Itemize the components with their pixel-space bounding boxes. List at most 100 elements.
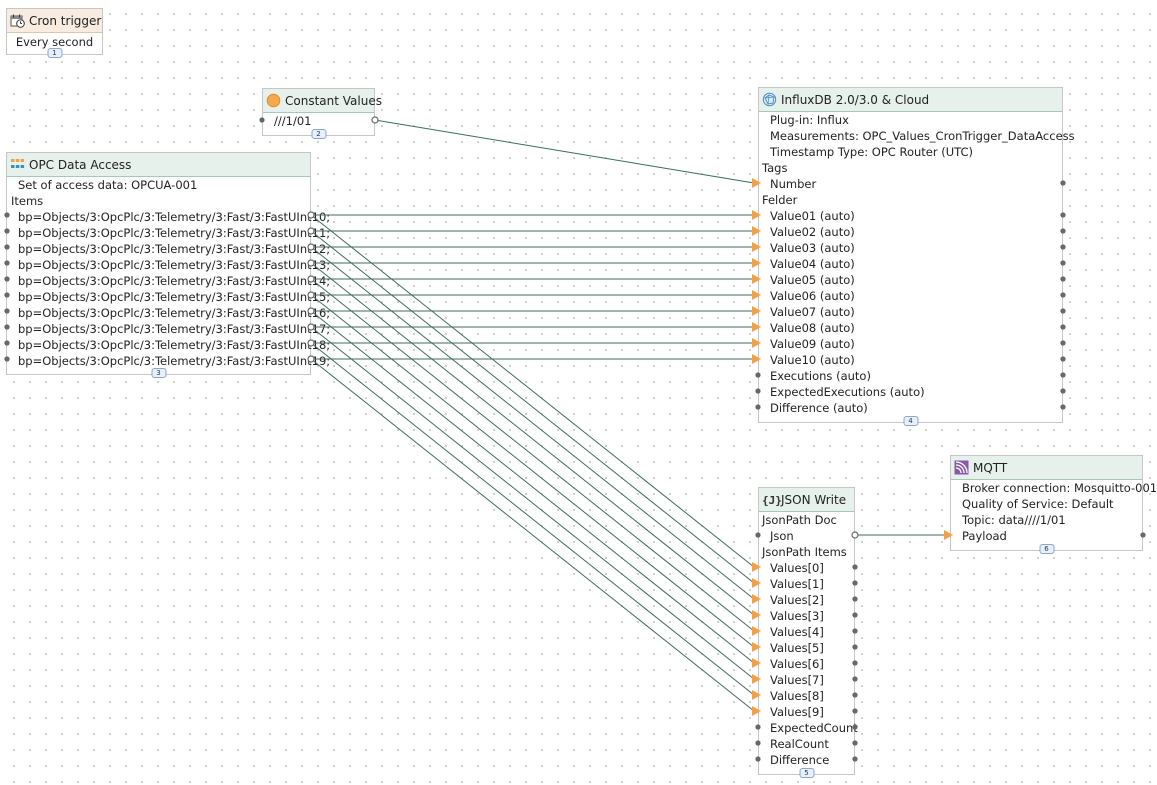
influx-extra-row-label: Executions (auto): [770, 369, 871, 383]
mqtt-broker: Broker connection: Mosquitto-001: [962, 481, 1157, 495]
cron-trigger-header[interactable]: Cron trigger: [7, 9, 102, 33]
opc-items-label: Items: [11, 194, 44, 208]
influx-field-row-label: Value05 (auto): [770, 273, 855, 287]
mqtt-title: MQTT: [973, 460, 1008, 475]
json-value-row[interactable]: Values[4]: [759, 624, 854, 640]
json-value-row-label: Values[4]: [770, 625, 824, 639]
opc-item-row[interactable]: bp=Objects/3:OpcPlc/3:Telemetry/3:Fast/3…: [7, 257, 330, 273]
influx-field-row-label: Value03 (auto): [770, 241, 855, 255]
influx-field-row-label: Value01 (auto): [770, 209, 855, 223]
opc-access-data: Set of access data: OPCUA-001: [18, 178, 198, 192]
json-extra-row[interactable]: ExpectedCount: [759, 720, 858, 736]
mqtt-payload-label: Payload: [962, 529, 1007, 543]
constant-values-node[interactable]: Constant Values ///1/01 2: [262, 88, 382, 139]
constant-value: ///1/01: [274, 114, 312, 128]
json-value-row-label: Values[1]: [770, 577, 824, 591]
constant-values-header[interactable]: Constant Values: [263, 89, 382, 113]
opc-item-row[interactable]: bp=Objects/3:OpcPlc/3:Telemetry/3:Fast/3…: [7, 289, 330, 305]
opc-item-row-label: bp=Objects/3:OpcPlc/3:Telemetry/3:Fast/3…: [18, 322, 331, 336]
influx-globe-icon: [762, 92, 777, 107]
opc-data-access-header[interactable]: OPC Data Access: [7, 153, 310, 177]
json-items-label: JsonPath Items: [762, 545, 847, 559]
node-badge: 6: [1039, 544, 1054, 554]
mqtt-qos: Quality of Service: Default: [962, 497, 1114, 511]
influx-field-row[interactable]: Value02 (auto): [759, 224, 1062, 240]
influx-field-row-label: Value10 (auto): [770, 353, 855, 367]
json-write-node[interactable]: {J} JSON Write JsonPath Doc Json JsonPat…: [758, 487, 858, 778]
influxdb-title: InfluxDB 2.0/3.0 & Cloud: [781, 92, 930, 107]
opc-item-row[interactable]: bp=Objects/3:OpcPlc/3:Telemetry/3:Fast/3…: [7, 353, 330, 369]
json-value-row[interactable]: Values[2]: [759, 592, 854, 608]
connection-wire: [310, 278, 755, 632]
connection-wire: [310, 326, 755, 680]
influx-field-row[interactable]: Value09 (auto): [759, 336, 1062, 352]
opc-item-row[interactable]: bp=Objects/3:OpcPlc/3:Telemetry/3:Fast/3…: [7, 273, 330, 289]
mqtt-header[interactable]: MQTT: [951, 456, 1142, 480]
json-write-title: JSON Write: [781, 492, 847, 507]
mqtt-topic: Topic: data////1/01: [962, 513, 1066, 527]
influx-field-row[interactable]: Value06 (auto): [759, 288, 1062, 304]
json-doc-label: JsonPath Doc: [762, 513, 837, 527]
influxdb-node[interactable]: InfluxDB 2.0/3.0 & Cloud Plug-in: Influx…: [758, 87, 1075, 426]
connection-wire: [310, 294, 755, 648]
json-value-row-label: Values[2]: [770, 593, 824, 607]
json-value-row-label: Values[9]: [770, 705, 824, 719]
influx-extra-row[interactable]: ExpectedExecutions (auto): [759, 384, 1062, 400]
cron-schedule: Every second: [15, 35, 94, 49]
influxdb-header[interactable]: InfluxDB 2.0/3.0 & Cloud: [759, 88, 1062, 112]
opc-grid-icon: [10, 157, 25, 172]
cron-trigger-title: Cron trigger: [29, 13, 102, 28]
influx-extra-row-label: Difference (auto): [770, 401, 868, 415]
opc-item-row[interactable]: bp=Objects/3:OpcPlc/3:Telemetry/3:Fast/3…: [7, 209, 330, 225]
influx-extra-row-label: ExpectedExecutions (auto): [770, 385, 925, 399]
influx-field-row[interactable]: Value05 (auto): [759, 272, 1062, 288]
opc-item-row[interactable]: bp=Objects/3:OpcPlc/3:Telemetry/3:Fast/3…: [7, 305, 330, 321]
connection-wire: [310, 230, 755, 584]
opc-item-row[interactable]: bp=Objects/3:OpcPlc/3:Telemetry/3:Fast/3…: [7, 321, 330, 337]
opc-item-row[interactable]: bp=Objects/3:OpcPlc/3:Telemetry/3:Fast/3…: [7, 337, 330, 353]
influx-field-row[interactable]: Value03 (auto): [759, 240, 1062, 256]
influx-field-row[interactable]: Value04 (auto): [759, 256, 1062, 272]
influx-field-row-label: Value02 (auto): [770, 225, 855, 239]
orange-circle-icon: [266, 93, 281, 108]
opc-item-row-label: bp=Objects/3:OpcPlc/3:Telemetry/3:Fast/3…: [18, 210, 331, 224]
influx-field-row-label: Value06 (auto): [770, 289, 855, 303]
json-value-row[interactable]: Values[6]: [759, 656, 854, 672]
opc-item-row-label: bp=Objects/3:OpcPlc/3:Telemetry/3:Fast/3…: [18, 290, 331, 304]
influx-extra-row[interactable]: Difference (auto): [759, 400, 1062, 416]
influx-timestamp-type: Timestamp Type: OPC Router (UTC): [770, 145, 974, 159]
influx-field-row[interactable]: Value01 (auto): [759, 208, 1062, 224]
json-extra-row[interactable]: RealCount: [759, 736, 854, 752]
json-value-row[interactable]: Values[0]: [759, 560, 854, 576]
cron-trigger-node[interactable]: Cron trigger Every second 1: [6, 8, 103, 58]
influx-field-row[interactable]: Value10 (auto): [759, 352, 1062, 368]
json-value-row[interactable]: Values[5]: [759, 640, 854, 656]
json-extra-row[interactable]: Difference: [759, 752, 854, 768]
json-value-row[interactable]: Values[7]: [759, 672, 854, 688]
influx-plugin: Plug-in: Influx: [770, 113, 849, 127]
json-value-row[interactable]: Values[9]: [759, 704, 854, 720]
json-value-row-label: Values[6]: [770, 657, 824, 671]
svg-text:{J}: {J}: [762, 494, 782, 507]
influx-field-row[interactable]: Value07 (auto): [759, 304, 1062, 320]
json-value-row[interactable]: Values[3]: [759, 608, 854, 624]
calendar-clock-icon: [10, 13, 25, 28]
influx-fields-label: Felder: [762, 193, 798, 207]
influx-extra-row[interactable]: Executions (auto): [759, 368, 1062, 384]
opc-item-row[interactable]: bp=Objects/3:OpcPlc/3:Telemetry/3:Fast/3…: [7, 241, 330, 257]
connection-wire: [310, 358, 755, 712]
json-value-row[interactable]: Values[1]: [759, 576, 854, 592]
node-badge: 1: [47, 48, 62, 58]
opc-item-row-label: bp=Objects/3:OpcPlc/3:Telemetry/3:Fast/3…: [18, 306, 331, 320]
node-badge: 2: [311, 129, 326, 139]
influx-field-row[interactable]: Value08 (auto): [759, 320, 1062, 336]
mqtt-node[interactable]: MQTT Broker connection: Mosquitto-001 Qu…: [950, 455, 1157, 554]
json-value-row[interactable]: Values[8]: [759, 688, 854, 704]
influx-field-row-label: Value07 (auto): [770, 305, 855, 319]
json-braces-icon: {J}: [762, 492, 782, 507]
opc-data-access-node[interactable]: OPC Data Access Set of access data: OPCU…: [6, 152, 330, 378]
json-write-header[interactable]: {J} JSON Write: [759, 488, 854, 512]
opc-item-row[interactable]: bp=Objects/3:OpcPlc/3:Telemetry/3:Fast/3…: [7, 225, 330, 241]
opc-item-row-label: bp=Objects/3:OpcPlc/3:Telemetry/3:Fast/3…: [18, 242, 331, 256]
connection-wire: [374, 119, 755, 184]
